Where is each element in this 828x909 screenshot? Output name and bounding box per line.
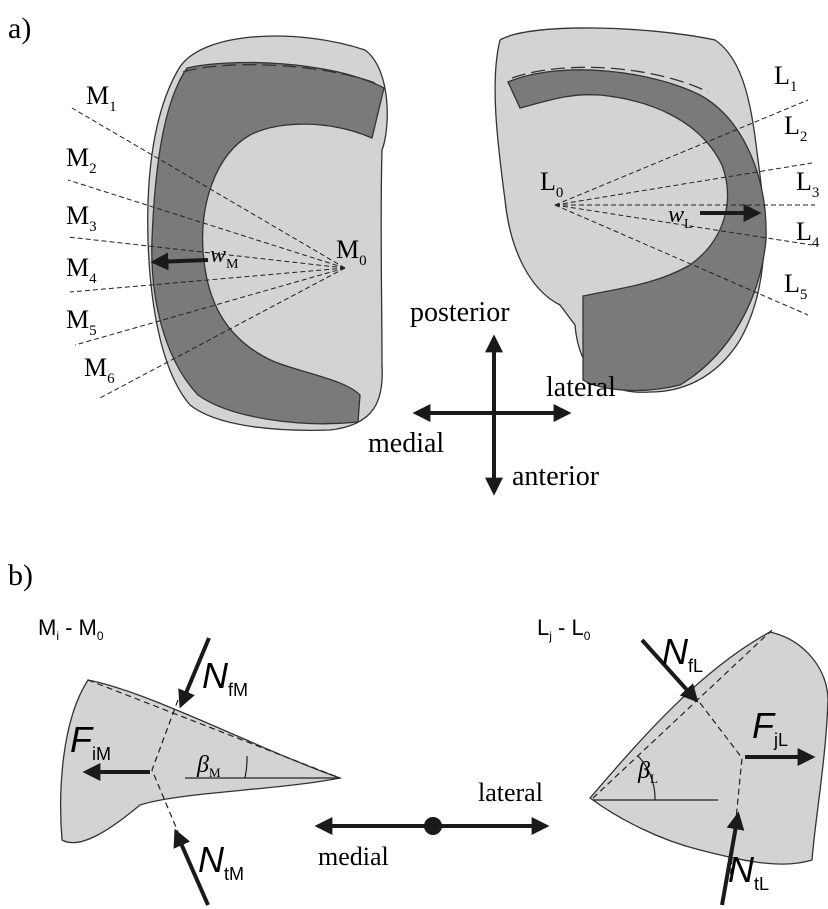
panel-a-label: a) — [8, 12, 31, 45]
medial-direction-label: medial — [368, 428, 444, 459]
f-jl-label: FjL — [752, 705, 788, 750]
n-fm-label: NfM — [202, 655, 248, 700]
n-fl-label: NfL — [662, 631, 703, 676]
anterior-label: anterior — [512, 461, 600, 492]
svg-text:M6: M6 — [84, 353, 115, 387]
lateral-section-title: Lj - L0 — [537, 615, 591, 643]
medial-section-lines — [67, 107, 346, 399]
n-tl-label: NtL — [728, 849, 769, 894]
n-tm-label: NtM — [198, 839, 244, 884]
svg-text:M5: M5 — [66, 305, 97, 339]
panel-b-label: b) — [8, 559, 33, 592]
lateral-meniscus — [507, 69, 767, 392]
medial-meniscus — [151, 61, 385, 425]
medial-cross-section — [60, 679, 343, 844]
posterior-label: posterior — [410, 297, 510, 328]
lateral-section-lines — [554, 99, 815, 316]
svg-text:L4: L4 — [796, 217, 820, 251]
svg-text:M1: M1 — [86, 81, 117, 115]
lateral-direction-label: lateral — [546, 372, 616, 403]
f-im-label: FiM — [70, 719, 111, 764]
medial-lateral-axis — [314, 817, 550, 835]
svg-text:M4: M4 — [66, 253, 97, 287]
lateral-axis-label: lateral — [478, 778, 543, 807]
n-fm-arrow — [178, 637, 211, 709]
n-fl-arrow — [640, 638, 699, 703]
medial-line-labels: M1 M2 M3 M4 M5 M6 — [66, 81, 117, 387]
w-medial-arrow — [150, 252, 209, 271]
lateral-line-labels: L1 L2 L3 L4 L5 — [774, 61, 820, 303]
medial-axis-label: medial — [318, 842, 389, 871]
n-tl-arrow — [720, 811, 745, 906]
n-tm-arrow — [173, 828, 210, 906]
lateral-cross-section — [589, 631, 828, 865]
beta-l-label: βL — [637, 758, 658, 786]
lateral-center-label: L0 — [540, 167, 563, 201]
w-medial-label: wM — [210, 242, 239, 272]
medial-section-title: Mi - M0 — [38, 615, 104, 643]
beta-m-label: βM — [196, 752, 221, 780]
medial-center-label: M0 — [336, 235, 367, 269]
svg-text:M3: M3 — [66, 201, 97, 235]
svg-text:L5: L5 — [784, 269, 807, 303]
w-lateral-label: wL — [668, 202, 693, 232]
direction-cross — [412, 334, 572, 496]
svg-text:L3: L3 — [796, 167, 819, 201]
svg-text:L2: L2 — [784, 111, 807, 145]
svg-text:M2: M2 — [66, 143, 97, 177]
svg-text:L1: L1 — [774, 61, 797, 95]
